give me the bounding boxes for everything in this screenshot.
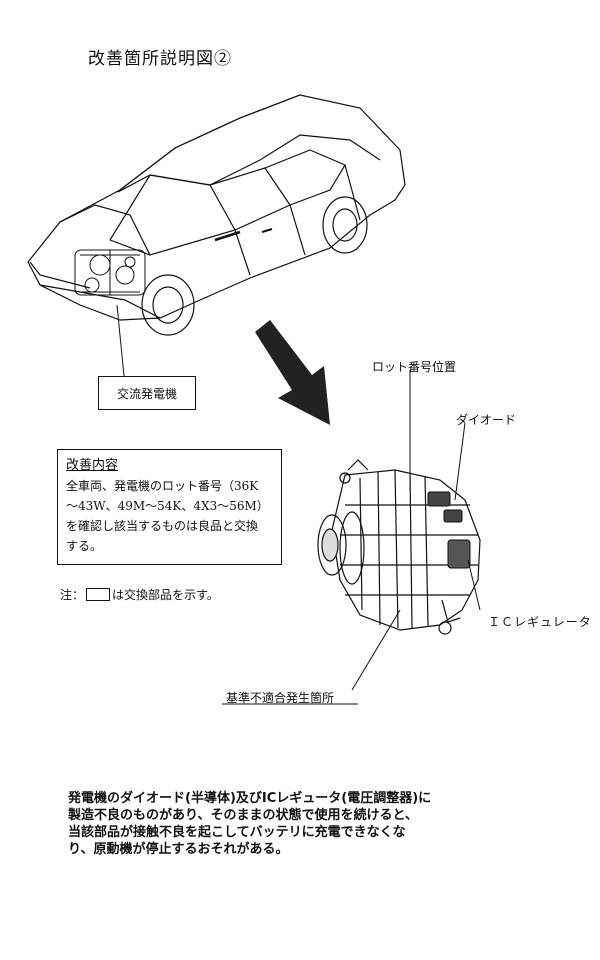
defect-leader-line [351, 609, 401, 691]
arrow-icon [255, 320, 330, 425]
improvement-heading: 改善内容 [66, 458, 119, 473]
diode-component [427, 491, 463, 523]
diode-label: ダイオード [456, 413, 517, 427]
page-title: 改善箇所説明図② [88, 49, 232, 69]
improvement-box: 改善内容 全車両、発電機のロット番号（36K ～43W、49M～54K、4X3～… [57, 449, 282, 565]
ic-regulator-component [447, 539, 471, 569]
summary-text: 発電機のダイオード(半導体)及びICレギュータ(電圧調整器)に 製造不良のものが… [68, 791, 432, 857]
alternator-icon [317, 459, 481, 635]
alternator-leader-line [116, 304, 125, 377]
defect-location-label: 基準不適合発生箇所 [226, 691, 335, 705]
note-prefix: 注： [60, 588, 85, 602]
lot-number-position-label: ロット番号位置 [372, 360, 457, 374]
ic-regulator-label: ＩＣレギュレータ [488, 615, 592, 629]
note-suffix: は交換部品を示す。 [112, 588, 219, 602]
note: 注： は交換部品を示す。 [60, 586, 219, 603]
engine-icon [74, 249, 146, 296]
alternator-label: 交流発電機 [98, 376, 196, 410]
car-icon [27, 94, 406, 336]
ic-regulator-leader-line [467, 559, 481, 611]
diode-leader-line [454, 422, 466, 501]
replacement-part-swatch [86, 588, 111, 601]
improvement-body: 全車両、発電機のロット番号（36K ～43W、49M～54K、4X3～56M） … [66, 479, 269, 553]
